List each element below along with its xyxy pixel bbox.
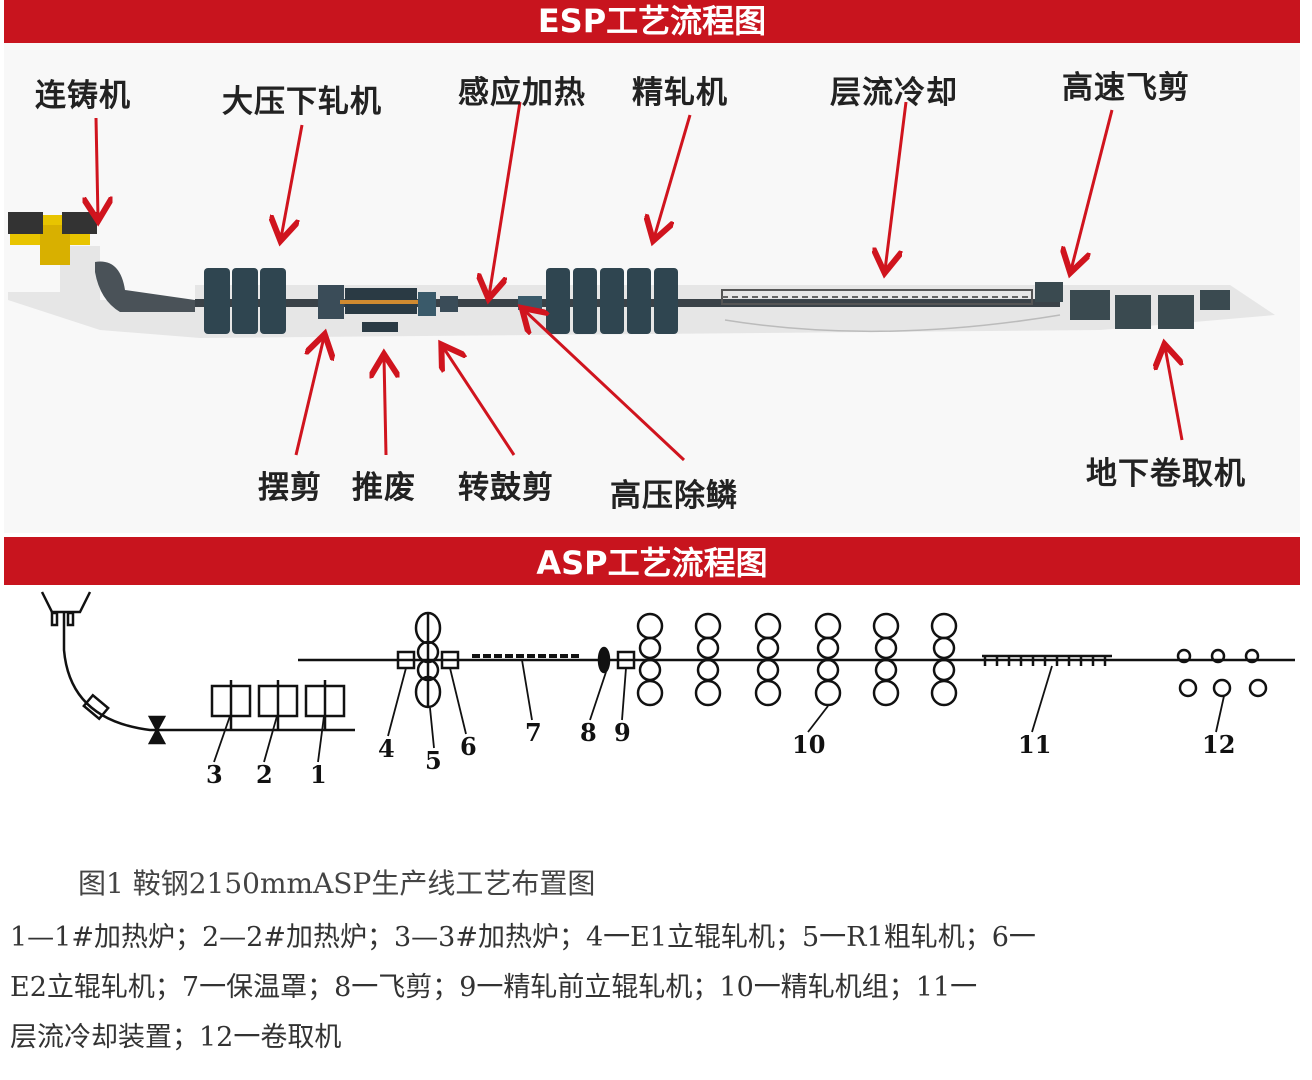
arrow — [384, 357, 386, 456]
label-scrap-pusher: 推废 — [352, 470, 416, 506]
caster-machine — [8, 212, 195, 312]
asp-number-6: 6 — [460, 732, 477, 761]
asp-number-12: 12 — [1202, 730, 1236, 759]
arrow — [1165, 347, 1182, 441]
arrow — [1071, 109, 1114, 270]
label-finishing-mill: 精轧机 — [632, 75, 728, 111]
asp-number-10: 10 — [792, 730, 826, 759]
figure-caption: 图1 鞍钢2150mmASP生产线工艺布置图 — [78, 867, 596, 900]
finishing-stands — [636, 612, 958, 707]
asp-number-3: 3 — [206, 760, 223, 789]
label-caster: 连铸机 — [35, 78, 131, 114]
label-downcoiler: 地下卷取机 — [1086, 456, 1246, 492]
label-pendulum-shear: 摆剪 — [258, 470, 322, 506]
esp-diagram-drawing — [8, 101, 1275, 462]
flying-shear-and-coilers — [1035, 282, 1230, 329]
asp-number-5: 5 — [425, 746, 442, 775]
esp-title-banner: ESP工艺流程图 — [4, 0, 1300, 43]
arrow — [885, 101, 908, 270]
label-drum-shear: 转鼓剪 — [458, 470, 554, 506]
arrows — [96, 101, 1182, 462]
caster-strand — [62, 612, 355, 732]
arrow — [443, 347, 516, 456]
laminar-cooling — [721, 289, 1061, 333]
label-laminar-cooling: 层流冷却 — [830, 75, 958, 111]
legend-line-1: 1—1#加热炉；2—2#加热炉；3—3#加热炉；4一E1立辊轧机；5一R1粗轧机… — [10, 922, 1036, 953]
asp-number-2: 2 — [256, 760, 273, 789]
arrow — [489, 101, 522, 296]
legend-line-2: E2立辊轧机；7一保温罩；8一飞剪；9一精轧前立辊轧机；10一精轧机组；11一 — [10, 972, 978, 1003]
asp-number-11: 11 — [1018, 730, 1052, 759]
asp-number-4: 4 — [378, 734, 395, 763]
asp-number-8: 8 — [580, 718, 597, 747]
label-high-speed-flying-shear: 高速飞剪 — [1062, 70, 1190, 106]
arrow — [281, 124, 304, 238]
tundish — [40, 591, 92, 614]
asp-number-7: 7 — [525, 718, 542, 747]
label-heavy-reduction-mill: 大压下轧机 — [222, 84, 382, 120]
asp-number-9: 9 — [614, 718, 631, 747]
legend-line-3: 层流冷却装置；12一卷取机 — [10, 1022, 342, 1053]
arrow — [294, 337, 324, 456]
arrow — [96, 117, 98, 218]
asp-title-banner: ASP工艺流程图 — [4, 537, 1300, 585]
asp-number-1: 1 — [310, 760, 327, 789]
arrow — [524, 310, 686, 462]
label-descaler: 高压除鳞 — [610, 478, 738, 514]
arrow — [654, 114, 692, 238]
finishing-mill-stands — [546, 268, 678, 334]
shear-and-heater — [318, 285, 542, 332]
roughing-mill-stands — [204, 268, 286, 334]
label-induction-heating: 感应加热 — [458, 75, 586, 111]
